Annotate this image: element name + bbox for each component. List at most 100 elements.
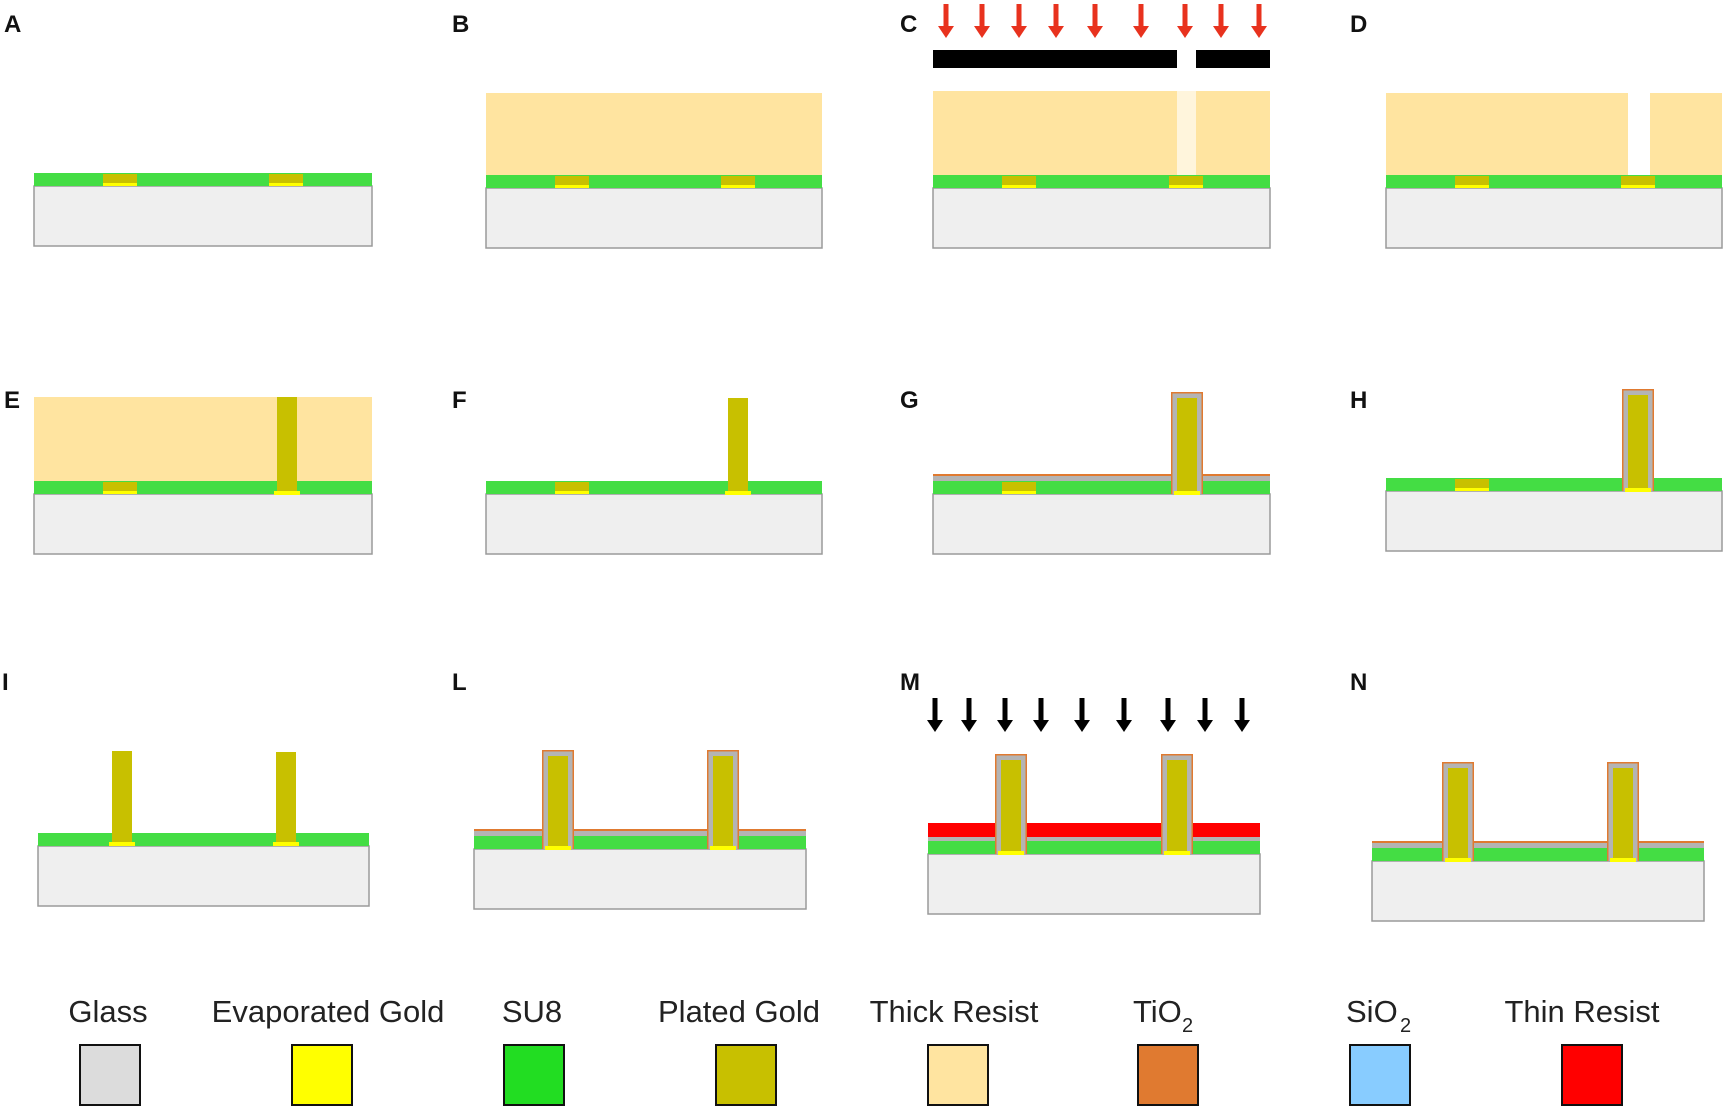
panel-letter-n: N	[1350, 669, 1367, 696]
legend-label-su8: SU8	[502, 994, 562, 1029]
su8-layer	[928, 841, 1260, 854]
tio2-floor	[474, 829, 806, 831]
plated-gold-pillar	[1001, 760, 1021, 854]
panel-c	[932, 4, 1271, 249]
panel-letter-c: C	[900, 11, 917, 38]
legend-swatch-sio2	[1349, 1044, 1411, 1106]
plated-gold-pad	[269, 174, 303, 184]
thick-resist	[34, 397, 372, 481]
evaporated-gold-base	[1445, 858, 1471, 862]
panel-letter-i: I	[2, 669, 9, 696]
thick-resist	[933, 91, 1270, 175]
uv-arrow-black-head	[1234, 720, 1250, 732]
plated-gold-pillar	[1613, 768, 1633, 861]
plated-gold-pillar	[277, 397, 297, 494]
su8-layer	[486, 481, 822, 494]
evaporated-gold-pad	[1002, 491, 1036, 494]
plated-gold-pillar	[1448, 768, 1468, 861]
uv-arrow-black-head	[927, 720, 943, 732]
su8-layer	[933, 481, 1270, 494]
evaporated-gold-pad	[1169, 185, 1203, 188]
uv-arrow-black-head	[997, 720, 1013, 732]
legend-swatch-thick-resist	[927, 1044, 989, 1106]
panel-letter-f: F	[452, 387, 467, 414]
panels-layer	[33, 4, 1723, 922]
panel-h	[1385, 389, 1723, 552]
panel-e	[33, 397, 373, 555]
legend-item-thick-resist: Thick Resist	[870, 994, 1039, 1106]
panel-letter-g: G	[900, 387, 919, 414]
evaporated-gold-pad	[1002, 185, 1036, 188]
evaporated-gold-base	[1164, 851, 1190, 855]
legend-label-tio2: TiO	[1133, 994, 1182, 1029]
legend-label-sio2: SiO	[1346, 994, 1398, 1029]
plated-gold-pad	[1621, 176, 1655, 186]
legend-swatch-evaporated-gold	[291, 1044, 353, 1106]
plated-gold-pad	[103, 482, 137, 492]
legend-item-thin-resist: Thin Resist	[1504, 994, 1660, 1106]
sio2-floor	[1372, 843, 1704, 848]
legend-sub-tio2: 2	[1182, 1015, 1193, 1037]
legend-label-thick-resist: Thick Resist	[870, 994, 1039, 1029]
panel-a	[33, 173, 373, 247]
su8-layer	[1372, 848, 1704, 861]
evaporated-gold-pad	[555, 185, 589, 188]
su8-layer	[34, 173, 372, 186]
evaporated-gold-base	[273, 842, 299, 846]
uv-arrow-red-head	[1011, 26, 1027, 38]
su8-layer	[933, 175, 1270, 188]
plated-gold-pillar	[112, 751, 132, 845]
glass-substrate	[485, 493, 823, 555]
glass-substrate	[485, 187, 823, 249]
uv-arrow-red-head	[1251, 26, 1267, 38]
panel-i	[37, 751, 370, 907]
legend-label-thin-resist: Thin Resist	[1504, 994, 1659, 1029]
thin-resist	[928, 823, 1260, 837]
evaporated-gold-base	[710, 846, 736, 850]
plated-gold-pad	[555, 176, 589, 186]
glass-substrate	[37, 845, 370, 907]
evaporated-gold-pad	[1621, 185, 1655, 188]
panel-f	[485, 398, 823, 555]
uv-arrow-black-head	[1074, 720, 1090, 732]
uv-arrow-black-head	[961, 720, 977, 732]
plated-gold-pad	[1002, 176, 1036, 186]
glass-substrate	[932, 187, 1271, 249]
plated-gold-pillar	[548, 756, 568, 849]
evaporated-gold-base	[1610, 858, 1636, 862]
legend-item-evaporated-gold: Evaporated Gold	[212, 994, 445, 1106]
evaporated-gold-base	[1174, 491, 1200, 495]
evaporated-gold-pad	[721, 185, 755, 188]
evaporated-gold-base	[545, 846, 571, 850]
legend-sub-sio2: 2	[1400, 1015, 1411, 1037]
uv-arrow-black-head	[1160, 720, 1176, 732]
uv-arrow-red-head	[938, 26, 954, 38]
legend-swatch-su8	[503, 1044, 565, 1106]
glass-substrate	[473, 848, 807, 910]
plated-gold-pillar	[1628, 395, 1648, 491]
thick-resist-left	[1386, 93, 1628, 175]
plated-gold-pad	[1455, 479, 1489, 489]
plated-gold-pillar	[728, 398, 748, 494]
evaporated-gold-pad	[1455, 488, 1489, 491]
panel-letter-m: M	[900, 669, 920, 696]
evaporated-gold-pad	[269, 183, 303, 186]
panel-letters: A B C D E F G H I L M N	[2, 11, 1367, 696]
panel-g	[932, 392, 1271, 555]
evaporated-gold-pad	[555, 491, 589, 494]
evaporated-gold-pad	[1455, 185, 1489, 188]
panel-letter-d: D	[1350, 11, 1367, 38]
legend-label-glass: Glass	[68, 994, 147, 1029]
panel-d	[1385, 93, 1723, 249]
uv-arrow-black-head	[1197, 720, 1213, 732]
glass-substrate	[33, 185, 373, 247]
legend-item-plated-gold: Plated Gold	[658, 994, 820, 1106]
glass-substrate	[927, 853, 1261, 915]
su8-layer	[1386, 478, 1722, 491]
legend-label-evaporated-gold: Evaporated Gold	[212, 994, 445, 1029]
tio2-floor	[1372, 841, 1704, 843]
panel-l	[473, 750, 807, 910]
evaporated-gold-pad	[103, 183, 137, 186]
evaporated-gold-base	[274, 491, 300, 495]
uv-arrow-red-head	[1177, 26, 1193, 38]
